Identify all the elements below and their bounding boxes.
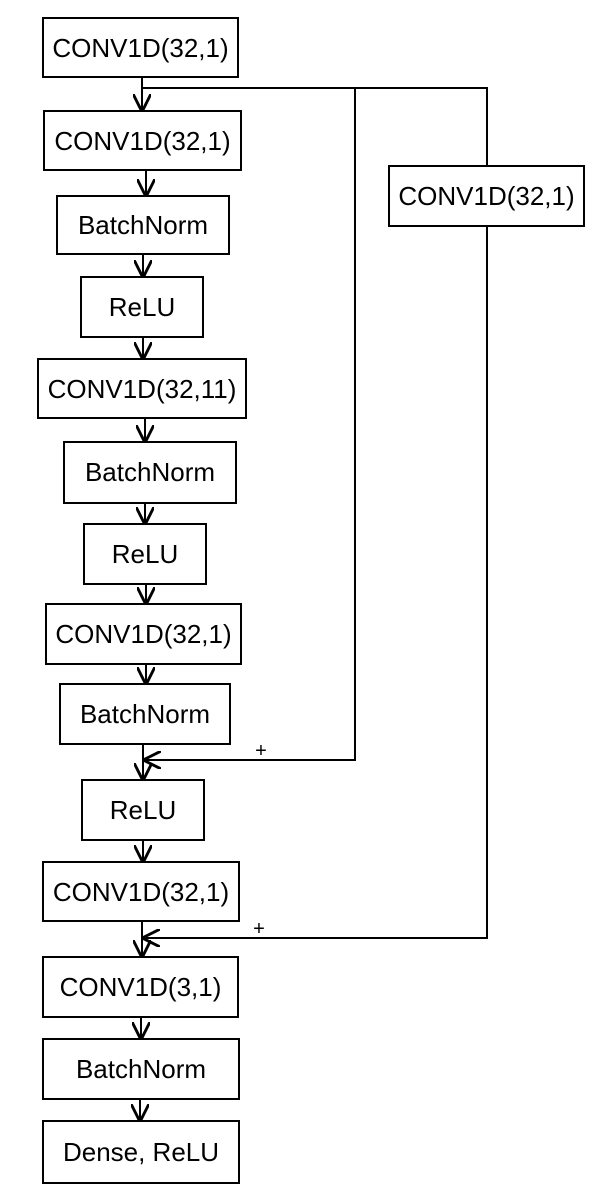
node-bn1: BatchNorm (56, 195, 230, 255)
svg-text:Dense, ReLU: Dense, ReLU (63, 1137, 219, 1167)
node-conv-side: CONV1D(32,1) (388, 165, 585, 227)
node-bn4: BatchNorm (42, 1038, 240, 1100)
svg-text:BatchNorm: BatchNorm (85, 457, 215, 487)
merge-plus-conv6: + (253, 918, 265, 940)
svg-text:CONV1D(32,11): CONV1D(32,11) (48, 374, 237, 404)
svg-text:ReLU: ReLU (109, 292, 175, 322)
svg-text:ReLU: ReLU (112, 539, 178, 569)
node-relu1: ReLU (80, 276, 204, 338)
node-bn3: BatchNorm (59, 683, 231, 745)
svg-text:BatchNorm: BatchNorm (80, 699, 210, 729)
edges (140, 77, 488, 1120)
svg-text:CONV1D(32,1): CONV1D(32,1) (55, 619, 231, 649)
node-conv1: CONV1D(32,1) (42, 17, 239, 78)
edge-skip-conv1-relu3 (142, 87, 356, 760)
svg-text:CONV1D(32,1): CONV1D(32,1) (52, 33, 228, 63)
nodes: CONV1D(32,1) CONV1D(32,1) BatchNorm ReLU… (37, 17, 585, 1184)
merge-plus-relu3: + (255, 740, 267, 762)
node-bn2: BatchNorm (63, 441, 237, 504)
node-conv4: CONV1D(32,1) (45, 603, 242, 665)
edge-conv1-conv-side (355, 87, 488, 165)
svg-text:ReLU: ReLU (110, 795, 176, 825)
node-conv2: CONV1D(32,1) (43, 110, 242, 171)
node-relu2: ReLU (83, 523, 207, 585)
node-conv6: CONV1D(3,1) (42, 956, 239, 1018)
svg-text:BatchNorm: BatchNorm (78, 210, 208, 240)
node-relu3: ReLU (81, 779, 205, 841)
svg-text:CONV1D(32,1): CONV1D(32,1) (53, 877, 229, 907)
node-dense: Dense, ReLU (42, 1120, 240, 1184)
node-conv3: CONV1D(32,11) (37, 358, 247, 419)
edge-skip-conv-side-conv6 (144, 226, 488, 938)
svg-text:CONV1D(32,1): CONV1D(32,1) (54, 126, 230, 156)
svg-text:CONV1D(32,1): CONV1D(32,1) (398, 181, 574, 211)
node-conv5: CONV1D(32,1) (42, 861, 240, 922)
svg-text:BatchNorm: BatchNorm (76, 1054, 206, 1084)
svg-text:CONV1D(3,1): CONV1D(3,1) (60, 972, 222, 1002)
